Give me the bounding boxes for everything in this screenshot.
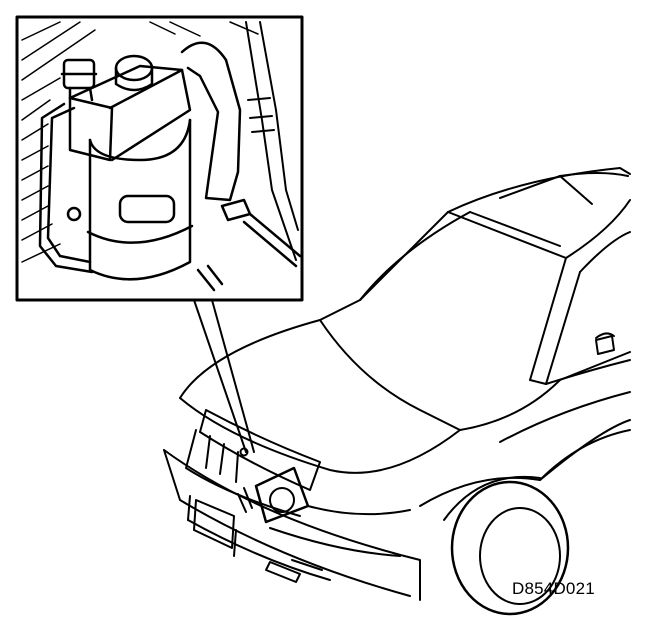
inset-hatching — [21, 21, 259, 263]
receiver-drier-icon — [60, 54, 194, 281]
inset-frame — [15, 15, 304, 302]
ac-pipes — [38, 41, 302, 292]
leader-lines — [193, 299, 255, 457]
figure-code: D854D021 — [512, 579, 595, 598]
car-front-icon — [163, 167, 631, 616]
inset-detail — [15, 15, 304, 302]
